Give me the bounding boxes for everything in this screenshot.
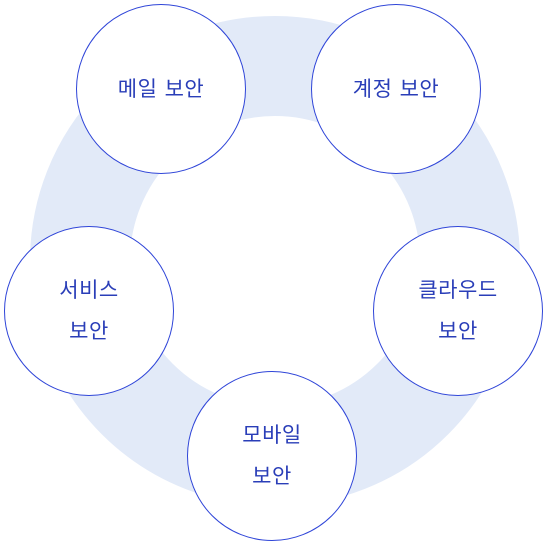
node-label-mobile-security: 모바일 보안 — [242, 423, 302, 488]
node-label-cloud-security: 클라우드 보안 — [418, 278, 498, 343]
node-label-mail-security: 메일 보안 — [117, 76, 205, 101]
node-label-account-security: 계정 보안 — [352, 76, 440, 101]
node-mail-security: 메일 보안 — [76, 4, 246, 174]
node-label-service-security: 서비스 보안 — [59, 278, 119, 343]
node-cloud-security: 클라우드 보안 — [373, 226, 543, 396]
node-mobile-security: 모바일 보안 — [187, 371, 357, 541]
node-service-security: 서비스 보안 — [4, 226, 174, 396]
node-account-security: 계정 보안 — [311, 4, 481, 174]
